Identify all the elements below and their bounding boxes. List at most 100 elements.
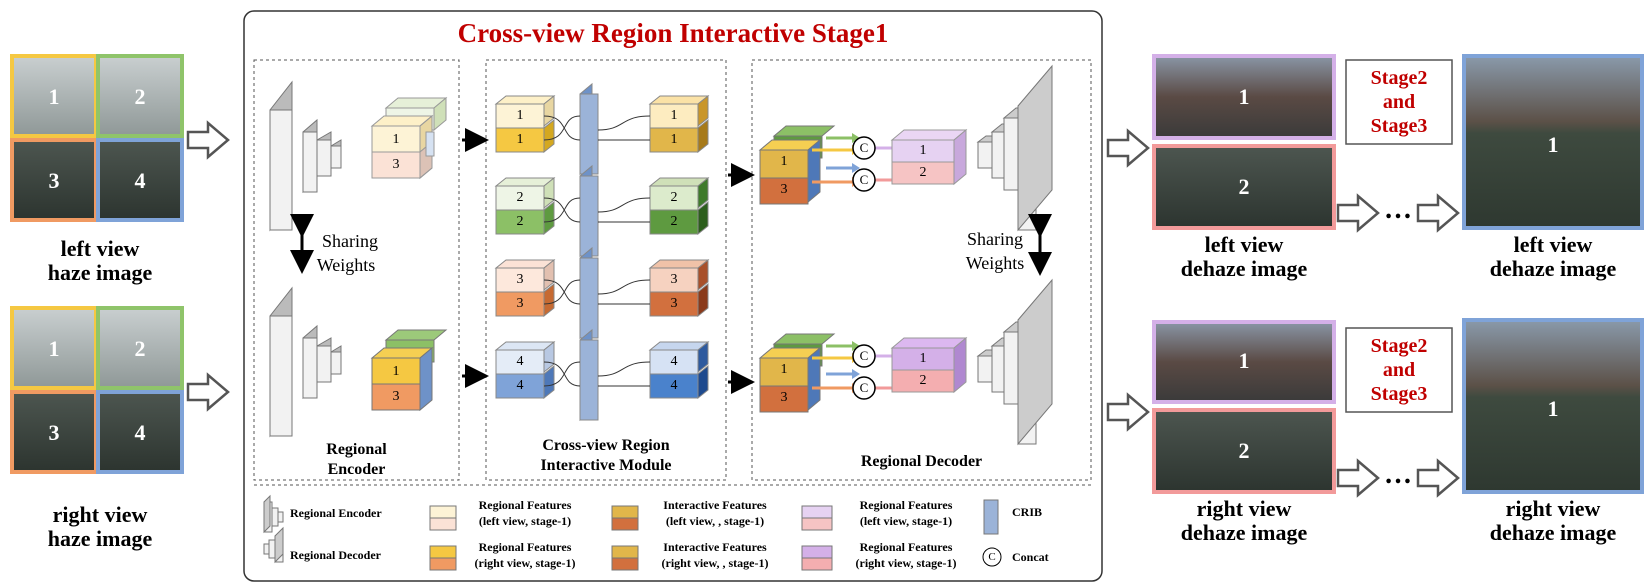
stage-box-top-2: and bbox=[1382, 91, 1416, 113]
right-dehaze-label-2: dehaze image bbox=[1180, 520, 1308, 545]
decoded-num: 1 bbox=[919, 143, 927, 158]
left-final-label-1: left view bbox=[1513, 232, 1593, 257]
legend-concat-symbol: C bbox=[988, 551, 996, 563]
encoder-funnel-bottom bbox=[269, 286, 342, 438]
crim-num: 1 bbox=[670, 132, 678, 147]
right-dehaze-label-1: right view bbox=[1196, 496, 1292, 521]
legend-rf-right-1: Regional Features bbox=[478, 540, 572, 554]
concat-symbol: C bbox=[859, 348, 869, 363]
stage-box-bottom-1: Stage2 bbox=[1370, 335, 1428, 357]
crim-num: 4 bbox=[670, 354, 678, 369]
crim-num: 2 bbox=[516, 214, 524, 229]
legend-if-right-2: (right view, , stage-1) bbox=[661, 556, 769, 570]
region-num: 1 bbox=[1238, 348, 1250, 373]
stage-box-top-1: Stage2 bbox=[1370, 67, 1428, 89]
stage-box-top-3: Stage3 bbox=[1370, 115, 1428, 137]
legend-icons bbox=[263, 494, 1002, 571]
crim-group-1 bbox=[494, 82, 710, 176]
decoded-num: 1 bbox=[919, 351, 927, 366]
tile-number: 1 bbox=[48, 84, 60, 109]
concat-symbol: C bbox=[859, 380, 869, 395]
right-final-label-1: right view bbox=[1505, 496, 1601, 521]
stage-box-bottom-3: Stage3 bbox=[1370, 383, 1428, 405]
right-dehaze-image bbox=[1152, 320, 1336, 494]
legend-if-left-1: Interactive Features bbox=[663, 498, 767, 512]
tile-number: 3 bbox=[48, 420, 60, 445]
legend-regional-decoder: Regional Decoder bbox=[290, 548, 381, 562]
ellipsis: … bbox=[1384, 459, 1412, 490]
decoded-num: 2 bbox=[919, 373, 927, 388]
feat-num: 1 bbox=[392, 364, 400, 379]
region-num: 2 bbox=[1238, 174, 1250, 199]
tile-number: 4 bbox=[134, 168, 146, 193]
crim-group-2 bbox=[494, 164, 710, 258]
crim-box bbox=[485, 59, 727, 481]
hollow-arrows bbox=[186, 120, 1460, 498]
region-num: 2 bbox=[1238, 438, 1250, 463]
left-final-label-2: dehaze image bbox=[1489, 256, 1617, 281]
ellipsis: … bbox=[1384, 194, 1412, 225]
crim-num: 1 bbox=[516, 132, 524, 147]
encoder-label-1: Regional bbox=[326, 441, 387, 458]
tile-number: 3 bbox=[48, 168, 60, 193]
crim-label-1: Cross-view Region bbox=[542, 437, 670, 454]
legend-regional-encoder: Regional Encoder bbox=[290, 506, 382, 520]
encoder-sharing-2: Weights bbox=[316, 255, 376, 275]
decoder-sharing-2: Weights bbox=[965, 253, 1025, 273]
tile-number: 4 bbox=[134, 420, 146, 445]
right-haze-label-2: haze image bbox=[47, 526, 153, 551]
decoder-num: 3 bbox=[780, 390, 788, 405]
feat-num: 3 bbox=[392, 157, 400, 172]
legend-crib: CRIB bbox=[1012, 505, 1043, 519]
legend-rf-left-2: (left view, stage-1) bbox=[478, 514, 572, 528]
final-num: 1 bbox=[1547, 132, 1559, 157]
legend-if-right-1: Interactive Features bbox=[663, 540, 767, 554]
decoder-features-top bbox=[758, 125, 836, 205]
left-dehaze-label-1: left view bbox=[1204, 232, 1284, 257]
crim-group-3 bbox=[494, 246, 710, 340]
right-haze-image bbox=[10, 306, 184, 474]
legend-rf-right-2: (right view, stage-1) bbox=[474, 556, 576, 570]
tile-number: 1 bbox=[48, 336, 60, 361]
left-final-image bbox=[1462, 54, 1644, 230]
decoded-stack-bottom bbox=[890, 336, 968, 394]
left-haze-label-1: left view bbox=[60, 236, 140, 261]
tile-number: 2 bbox=[134, 336, 146, 361]
crim-num: 3 bbox=[516, 296, 524, 311]
crim-label-2: Interactive Module bbox=[540, 457, 672, 474]
crim-group-4 bbox=[494, 328, 710, 422]
left-haze-image bbox=[10, 54, 184, 222]
encoder-box bbox=[253, 59, 460, 481]
stage1-title: Cross-view Region Interactive Stage1 bbox=[457, 18, 889, 48]
decoder-box bbox=[751, 59, 1092, 481]
crim-num: 3 bbox=[516, 272, 524, 287]
concat-arrows bbox=[812, 133, 892, 393]
left-dehaze-image bbox=[1152, 54, 1336, 230]
legend-rf2-right-1: Regional Features bbox=[859, 540, 953, 554]
crim-num: 2 bbox=[670, 214, 678, 229]
tile-number: 2 bbox=[134, 84, 146, 109]
region-num: 1 bbox=[1238, 84, 1250, 109]
decoder-features-bottom bbox=[758, 333, 836, 413]
decoder-num: 1 bbox=[780, 154, 788, 169]
stage-box-bottom-2: and bbox=[1382, 359, 1416, 381]
legend-rf-left-1: Regional Features bbox=[478, 498, 572, 512]
encoder-label-2: Encoder bbox=[327, 461, 386, 478]
encoder-sharing-1: Sharing bbox=[322, 231, 378, 251]
crim-num: 3 bbox=[670, 272, 678, 287]
final-num: 1 bbox=[1547, 396, 1559, 421]
concat-symbol: C bbox=[859, 172, 869, 187]
decoder-funnel-top bbox=[976, 64, 1053, 232]
left-dehaze-label-2: dehaze image bbox=[1180, 256, 1308, 281]
feat-num: 1 bbox=[392, 132, 400, 147]
crim-num: 2 bbox=[516, 190, 524, 205]
decoder-sharing-1: Sharing bbox=[967, 229, 1023, 249]
crim-num: 4 bbox=[516, 354, 524, 369]
stage-box-bottom bbox=[1345, 327, 1453, 413]
legend-rf2-right-2: (right view, stage-1) bbox=[855, 556, 957, 570]
decoded-num: 2 bbox=[919, 165, 927, 180]
legend-rf2-left-2: (left view, stage-1) bbox=[859, 514, 953, 528]
legend-if-left-2: (left view, , stage-1) bbox=[665, 514, 765, 528]
right-final-label-2: dehaze image bbox=[1489, 520, 1617, 545]
